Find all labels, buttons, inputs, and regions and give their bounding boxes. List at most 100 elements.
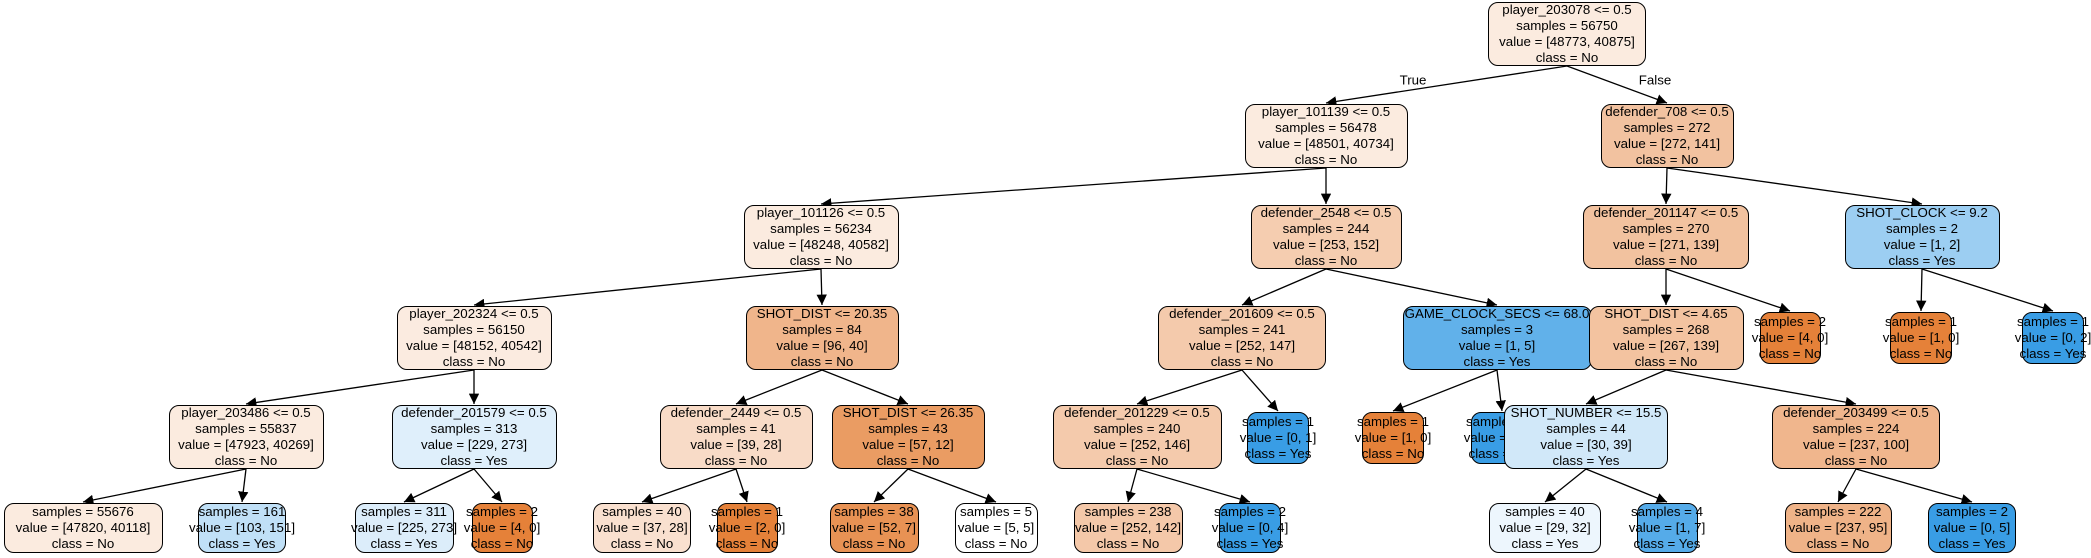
node-text-line: samples = 84 — [782, 322, 862, 337]
tree-edge — [1837, 468, 1857, 503]
tree-edge — [473, 468, 503, 503]
node-text-line: value = [237, 95] — [1788, 520, 1888, 535]
tree-edge — [821, 369, 909, 406]
node-text-line: class = No — [964, 536, 1028, 551]
node-text-line: samples = 5 — [959, 504, 1033, 519]
node-text-line: samples = 56150 — [423, 322, 525, 337]
node-text-line: samples = 56234 — [770, 221, 872, 236]
node-text-line: value = [47923, 40269] — [178, 437, 314, 452]
tree-edge — [1666, 167, 1923, 208]
tree-edge — [641, 468, 737, 504]
node-text-line: value = [252, 146] — [1083, 437, 1191, 452]
node-text-line: value = [272, 141] — [1613, 136, 1721, 151]
node-text-line: SHOT_DIST <= 26.35 — [842, 405, 974, 420]
node-text-line: samples = 268 — [1622, 322, 1710, 337]
node-text-line: defender_2449 <= 0.5 — [670, 405, 802, 420]
tree-edge — [1125, 468, 1138, 503]
node-text-line: samples = 222 — [1794, 504, 1882, 519]
node-text-line: class = No — [1634, 253, 1698, 268]
node-text-line: samples = 56478 — [1275, 120, 1377, 135]
node-text-line: value = [52, 7] — [832, 520, 916, 535]
node-text-line: class = Yes — [370, 536, 438, 551]
node-text-line: value = [30, 39] — [1540, 437, 1632, 452]
tree-edge — [1566, 65, 1668, 105]
node-text-line: class = No — [704, 453, 768, 468]
node-text-line: value = [39, 28] — [690, 437, 782, 452]
node-text-line: samples = 40 — [602, 504, 682, 519]
node-text-line: value = [48248, 40582] — [753, 237, 889, 252]
node-text-line: defender_201229 <= 0.5 — [1064, 405, 1210, 420]
node-text-line: value = [0, 5] — [1933, 520, 2011, 535]
node-text-line: samples = 272 — [1623, 120, 1711, 135]
node-text-line: samples = 244 — [1282, 221, 1370, 236]
node-text-line: value = [103, 151] — [188, 520, 296, 535]
node-text-line: class = No — [876, 453, 940, 468]
node-text-line: value = [1, 5] — [1458, 338, 1536, 353]
node-text-line: player_101139 <= 0.5 — [1261, 104, 1391, 119]
tree-edge — [238, 468, 249, 503]
tree-edge — [1544, 468, 1587, 503]
node-text-line: samples = 270 — [1622, 221, 1710, 236]
node-text-line: value = [267, 139] — [1612, 338, 1720, 353]
node-text-line: SHOT_CLOCK <= 9.2 — [1856, 205, 1988, 220]
node-text-line: value = [37, 28] — [596, 520, 688, 535]
node-text-line: player_202324 <= 0.5 — [409, 306, 539, 321]
node-text-line: value = [48501, 40734] — [1258, 136, 1394, 151]
tree-edge — [245, 369, 475, 408]
node-text-line: value = [1, 0] — [1354, 430, 1432, 445]
node-text-line: samples = 311 — [361, 504, 447, 519]
tree-edge — [873, 468, 909, 503]
node-text-line: class = No — [1824, 453, 1888, 468]
node-text-line: value = [252, 147] — [1188, 338, 1296, 353]
tree-edge — [1495, 369, 1506, 412]
node-text-line: value = [0, 1] — [1239, 430, 1317, 445]
tree-edge — [403, 468, 475, 503]
node-text-line: defender_201147 <= 0.5 — [1593, 205, 1739, 220]
node-text-line: samples = 1 — [1356, 414, 1430, 429]
node-text-line: defender_201579 <= 0.5 — [401, 405, 547, 420]
node-text-line: value = [237, 100] — [1802, 437, 1910, 452]
edge-label-true: True — [1399, 72, 1427, 88]
node-text-line: samples = 40 — [1505, 504, 1585, 519]
node-text-line: class = No — [1634, 354, 1698, 369]
node-text-line: class = Yes — [440, 453, 508, 468]
node-text-line: samples = 55676 — [32, 504, 134, 519]
node-text-line: value = [57, 12] — [862, 437, 954, 452]
node-text-line: value = [48773, 40875] — [1499, 34, 1635, 49]
node-text-line: samples = 43 — [868, 421, 948, 436]
tree-edge — [1136, 369, 1243, 406]
node-text-line: SHOT_DIST <= 20.35 — [756, 306, 888, 321]
node-text-line: value = [2, 0] — [708, 520, 786, 535]
node-text-line: value = [47820, 40118] — [15, 520, 151, 535]
node-text-line: defender_201609 <= 0.5 — [1169, 306, 1315, 321]
tree-edge — [82, 468, 247, 506]
node-text-line: value = [1, 0] — [1882, 330, 1960, 345]
node-text-line: class = No — [1361, 446, 1425, 461]
node-text-line: samples = 241 — [1198, 322, 1286, 337]
node-text-line: samples = 1 — [2016, 314, 2090, 329]
node-text-line: value = [0, 2] — [2014, 330, 2091, 345]
node-text-line: SHOT_DIST <= 4.65 — [1604, 306, 1728, 321]
tree-edge — [907, 468, 997, 504]
node-text-line: samples = 56750 — [1516, 18, 1618, 33]
node-text-line: samples = 2 — [1935, 504, 2009, 519]
node-text-line: class = No — [470, 536, 534, 551]
node-text-line: samples = 2 — [465, 504, 539, 519]
